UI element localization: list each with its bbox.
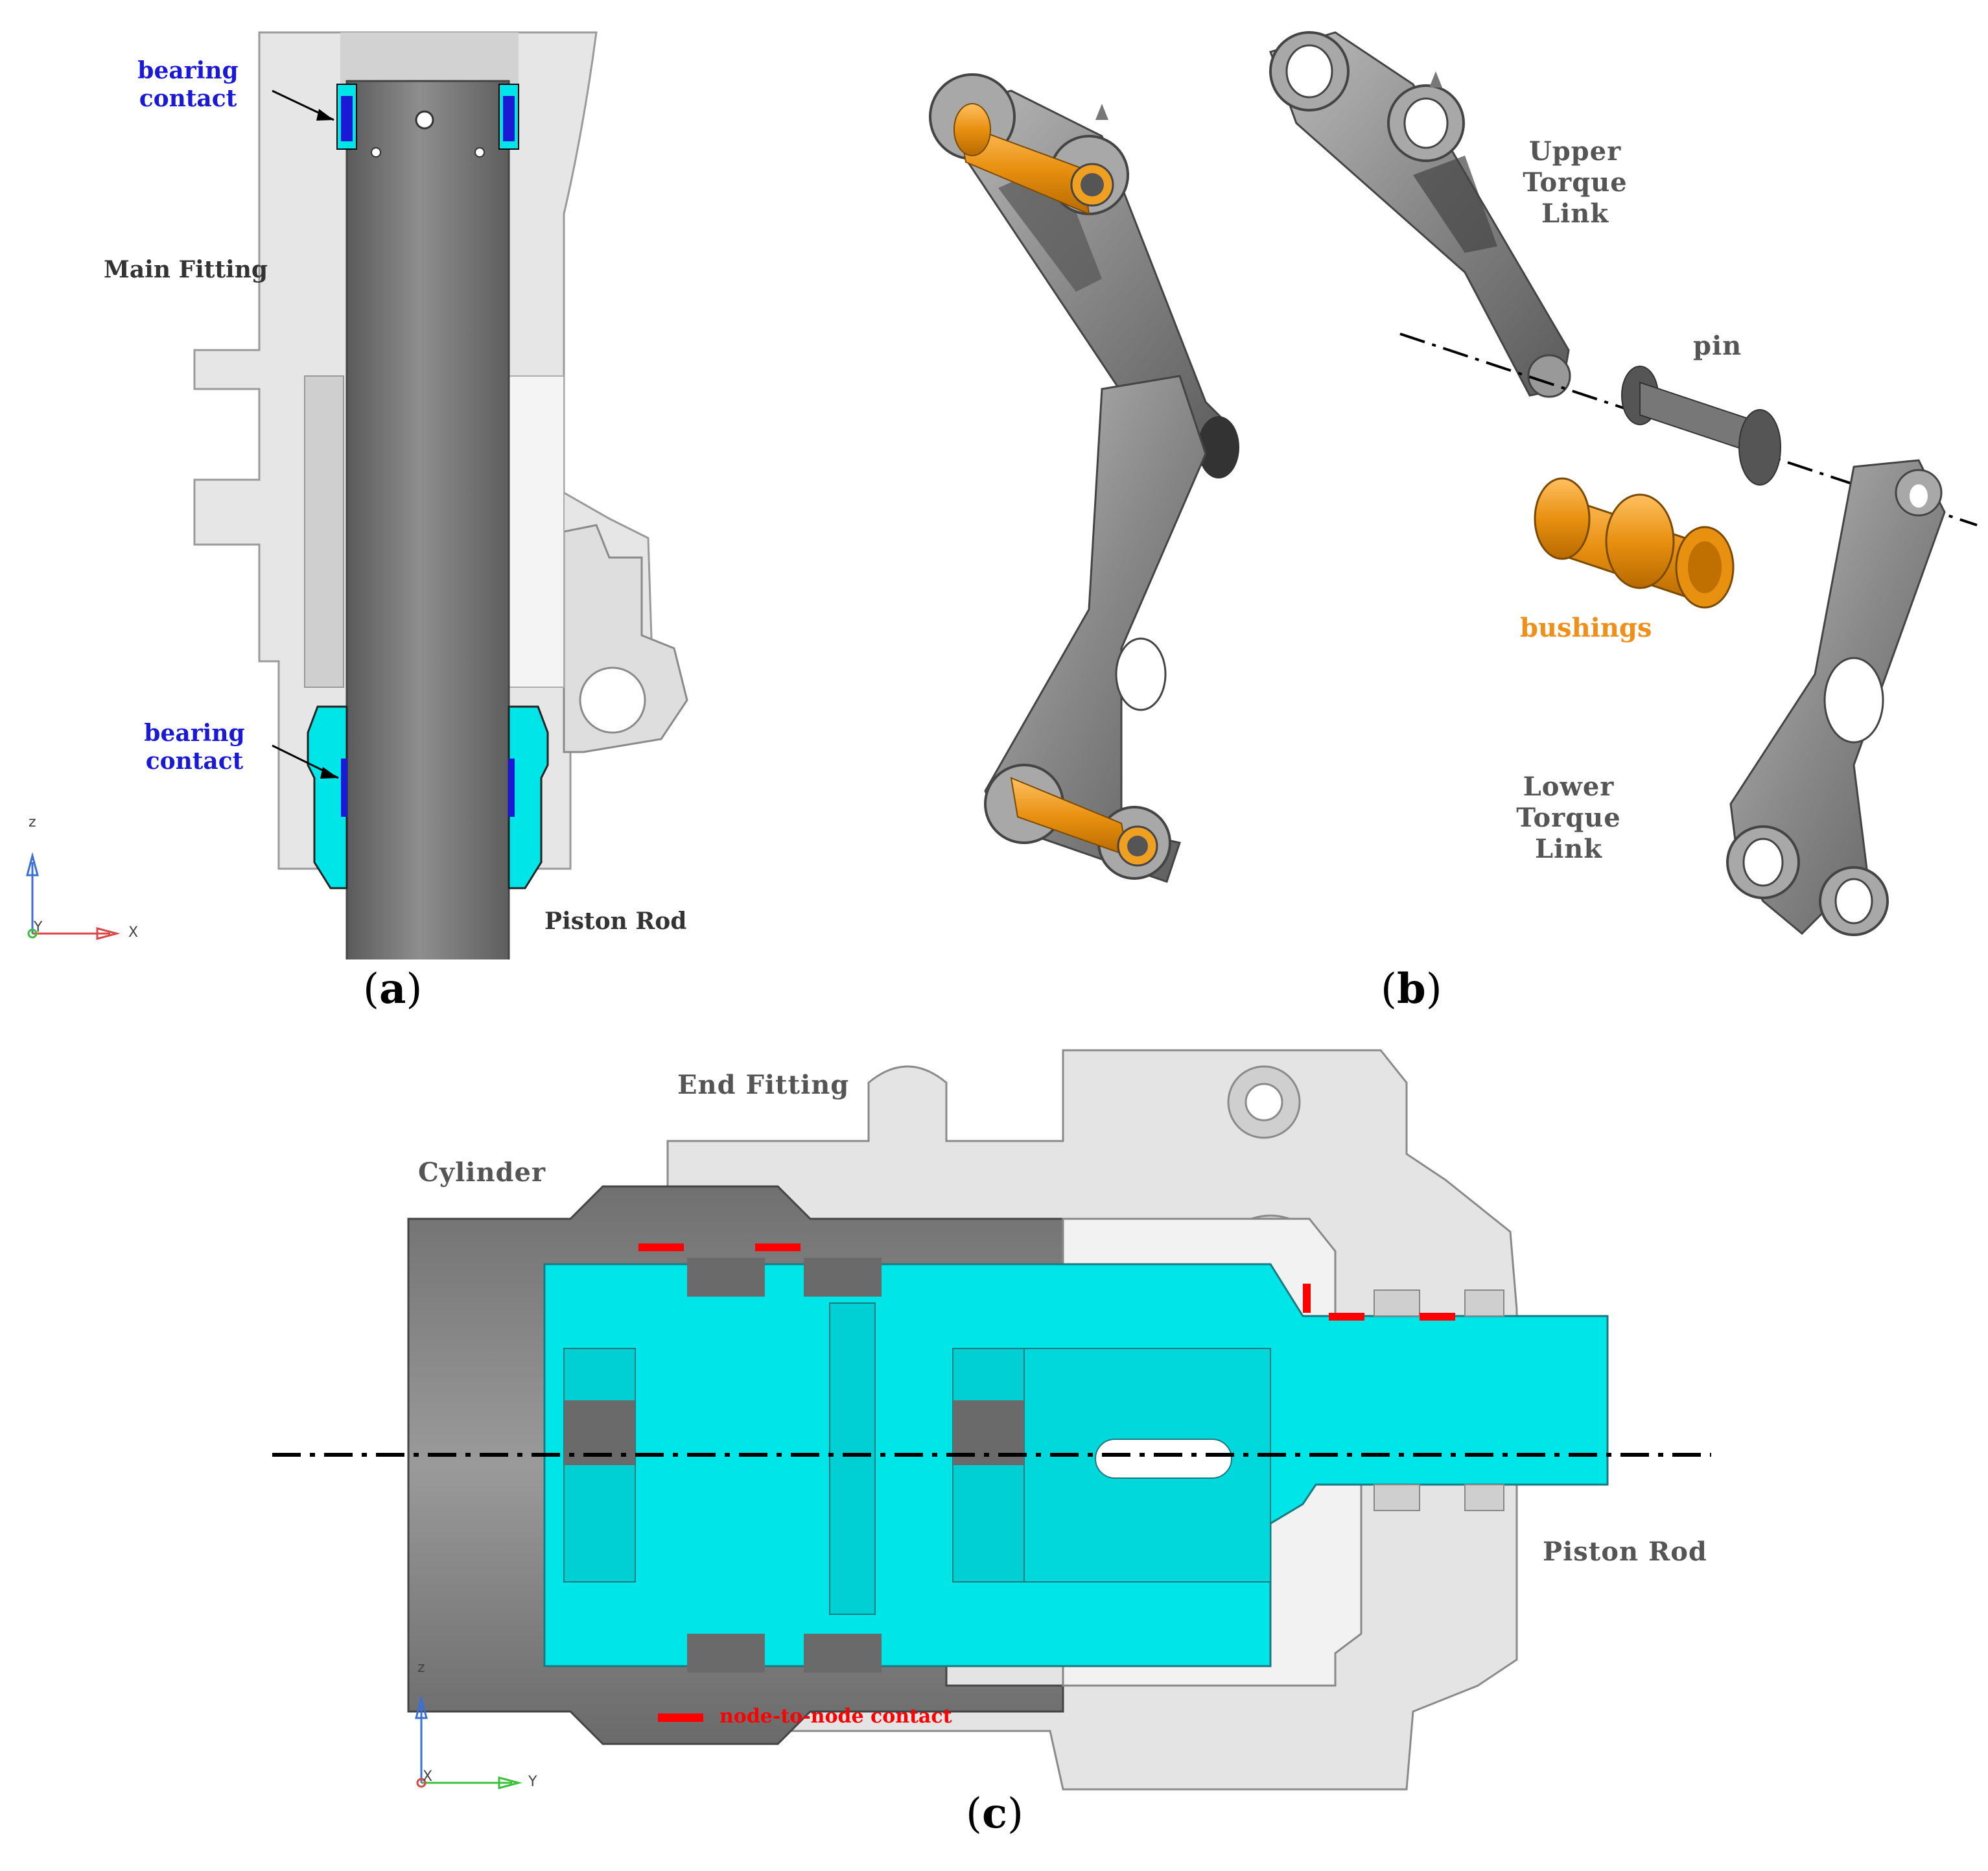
axis-z-label-c: z bbox=[417, 1660, 425, 1676]
lug-hole bbox=[579, 666, 646, 734]
panel-a-drawing bbox=[26, 31, 688, 959]
caption-a: (a) bbox=[363, 965, 423, 1013]
legend-contact-label: node-to-node contact bbox=[719, 1705, 952, 1728]
assembled-lower-link bbox=[984, 375, 1207, 883]
bearing-bottom-right bbox=[508, 705, 549, 889]
contact-mark-2 bbox=[755, 1243, 801, 1251]
panel-c-drawing bbox=[272, 1049, 1711, 1791]
axis-z-label: z bbox=[29, 814, 36, 830]
axis-y-label: Y bbox=[34, 919, 43, 936]
caption-c: (c) bbox=[966, 1789, 1023, 1838]
end-fitting-label: End Fitting bbox=[677, 1070, 850, 1100]
upper-torque-link-label: Upper Torque Link bbox=[1523, 136, 1628, 229]
pin-label: pin bbox=[1693, 331, 1742, 361]
bearing-contact-bottom-label: bearing contact bbox=[144, 720, 245, 775]
contact-mark-1 bbox=[638, 1243, 684, 1251]
exploded-upper-link bbox=[1269, 31, 1571, 398]
contact-mark-4 bbox=[1329, 1313, 1364, 1321]
panel-c: End Fitting Cylinder Piston Rod node-to-… bbox=[0, 1011, 1988, 1871]
axis-x-label-c: X bbox=[423, 1769, 433, 1785]
piston-rod-c-label: Piston Rod bbox=[1543, 1536, 1707, 1567]
lower-torque-link-label: Lower Torque Link bbox=[1516, 771, 1621, 864]
contact-mark-5 bbox=[1420, 1313, 1455, 1321]
bushings-part bbox=[1534, 477, 1735, 609]
contact-mark-3 bbox=[1303, 1284, 1311, 1313]
panel-b: Upper Torque Link pin bushings Lower Tor… bbox=[843, 0, 1988, 959]
bushings-label: bushings bbox=[1520, 613, 1652, 643]
main-fitting-label: Main Fitting bbox=[104, 256, 268, 283]
panel-a: bearing contact Main Fitting bearing con… bbox=[0, 0, 778, 959]
exploded-lower-link bbox=[1726, 459, 1946, 936]
pin-part bbox=[1621, 366, 1781, 486]
caption-b: (b) bbox=[1381, 965, 1442, 1013]
piston-rod-label: Piston Rod bbox=[544, 908, 687, 935]
cylinder-label: Cylinder bbox=[418, 1157, 546, 1188]
assembled-upper-link bbox=[929, 73, 1239, 478]
axis-y-label-c: Y bbox=[528, 1774, 537, 1790]
piston-rod bbox=[345, 80, 510, 959]
legend-swatch bbox=[658, 1713, 703, 1722]
bearing-contact-top-label: bearing contact bbox=[137, 57, 239, 113]
axis-x-label: X bbox=[128, 924, 139, 941]
panel-b-drawing bbox=[929, 31, 1978, 936]
